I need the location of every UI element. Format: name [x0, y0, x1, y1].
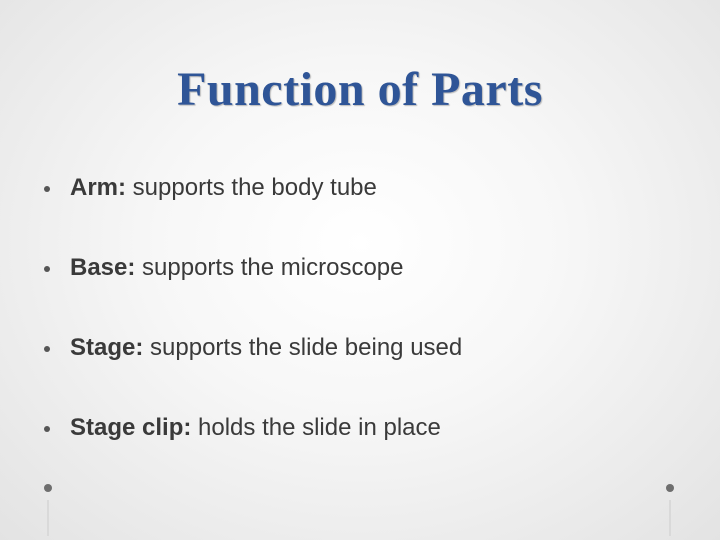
decorative-dot-icon: [44, 484, 52, 492]
bullet-item-stage: Stage: supports the slide being used: [40, 328, 700, 408]
bullet-text: supports the microscope: [135, 254, 404, 281]
slide-title: Function of Parts: [177, 63, 543, 116]
bullet-dot-icon: [44, 426, 50, 432]
bullet-term: Stage:: [70, 334, 144, 361]
decorative-dot-icon: [666, 484, 674, 492]
bullet-dot-icon: [44, 186, 50, 192]
bullet-term: Stage clip:: [70, 414, 192, 441]
decorative-line: [669, 500, 671, 536]
bullet-dot-icon: [44, 346, 50, 352]
bullet-item-base: Base: supports the microscope: [40, 248, 700, 328]
decorative-line: [47, 500, 49, 536]
bullet-term: Arm:: [70, 174, 127, 201]
bullet-text: holds the slide in place: [191, 414, 441, 441]
bullet-list: Arm: supports the body tube Base: suppor…: [40, 168, 700, 488]
bullet-dot-icon: [44, 266, 50, 272]
bullet-item-stage-clip: Stage clip: holds the slide in place: [40, 408, 700, 488]
bullet-text: supports the slide being used: [143, 334, 463, 361]
bullet-text: supports the body tube: [126, 174, 377, 201]
bullet-term: Base:: [70, 254, 136, 281]
bullet-item-arm: Arm: supports the body tube: [40, 168, 700, 248]
